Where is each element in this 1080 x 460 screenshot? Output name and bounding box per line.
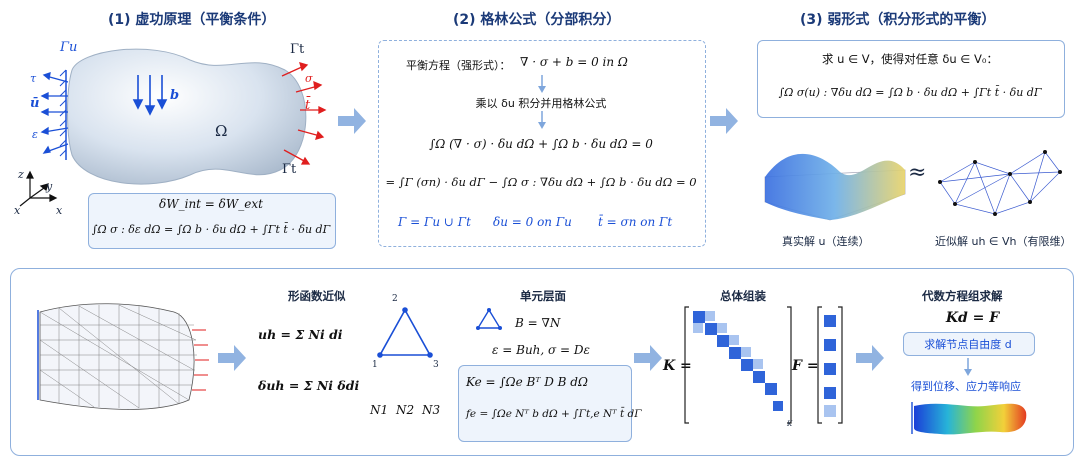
bc-gamma: Γ = Γu ∪ Γt [398, 215, 471, 229]
node3-label: 3 [433, 360, 439, 370]
virtual-work-eq1: δW_int = δW_ext [159, 197, 263, 211]
gamma-u-label: Γu [60, 40, 78, 55]
solve-step: 求解节点自由度 d [924, 338, 1012, 351]
node1-label: 1 [372, 360, 378, 370]
virtual-work-eq2: ∫Ω σ : δε dΩ = ∫Ω b · δu dΩ + ∫Γt t̄ · δ… [91, 223, 331, 236]
solve-result: 得到位移、应力等响应 [911, 380, 1021, 393]
sigma-red-label: σ [305, 72, 313, 85]
element-matrix-box [458, 365, 632, 442]
arrow-2-to-3 [710, 108, 738, 134]
n2-label: N2 [396, 403, 415, 417]
triangle-element [377, 307, 433, 358]
assembly-title: 总体组装 [720, 289, 766, 303]
shape-duh: δuh = Σ Ni δdi [258, 378, 360, 393]
deformable-body-figure [19, 48, 327, 207]
arrow-1-to-2 [338, 108, 366, 134]
weak-step-a: ∫Ω (∇ · σ) · δu dΩ + ∫Ω b · δu dΩ = 0 [429, 137, 653, 151]
shape-uh: uh = Σ Ni di [258, 327, 343, 342]
down-arrow-1 [538, 75, 546, 93]
balance-label: 平衡方程（强形式）： [406, 59, 511, 72]
n3-label: N3 [422, 403, 441, 417]
axis-x-label: x [14, 204, 21, 217]
global-stiffness-matrix [684, 306, 792, 424]
solve-down-arrow [964, 358, 972, 376]
gamma-t-top-label: Γt [290, 42, 305, 57]
ubar-label: ū [30, 96, 40, 111]
solve-eq: Kd = F [945, 310, 1000, 326]
step-label: 乘以 δu 积分并用格林公式 [475, 97, 607, 110]
element-ke: Ke = ∫Ωe Bᵀ D B dΩ [466, 375, 588, 389]
solve-title: 代数方程组求解 [922, 289, 1003, 303]
eps-label: ε [32, 128, 38, 141]
global-force-vector [817, 306, 843, 424]
true-solution-caption: 真实解 u（连续） [782, 235, 870, 248]
weak-find: 求 u ∈ V，使得对任意 δu ∈ V₀： [822, 52, 998, 66]
traction-label: t̄ [305, 98, 311, 113]
weak-eq: ∫Ω σ(u) : ∇δu dΩ = ∫Ω b · δu dΩ + ∫Γt t̄… [778, 86, 1042, 99]
approx-solution-caption: 近似解 uh ∈ Vh（有限维） [935, 235, 1072, 248]
element-title: 单元层面 [520, 289, 566, 303]
domain-label: Ω [215, 122, 228, 140]
element-fe: fe = ∫Ωe Nᵀ b dΩ + ∫Γt,e Nᵀ t̄ dΓ [466, 408, 642, 420]
node2-label: 2 [392, 294, 398, 304]
green-formula-box [378, 40, 706, 247]
bc-traction: t̄ = σn on Γt [598, 215, 673, 229]
body-shape [67, 48, 307, 185]
n1-label: N1 [370, 403, 389, 417]
element-strain: ε = Buh, σ = Dε [492, 343, 590, 357]
body-force-label: b [170, 88, 180, 103]
tau-label: τ [30, 72, 37, 85]
axis-x2-label: x [56, 204, 63, 217]
element-b: B = ∇N [515, 316, 561, 330]
arrow-mesh-to-shape [218, 345, 246, 371]
true-solution-surface [764, 153, 906, 221]
down-arrow-2 [538, 111, 546, 129]
axis-z-label: z [18, 168, 24, 181]
balance-eq: ∇ · σ + b = 0 in Ω [520, 55, 628, 69]
element-triangle-icon [476, 308, 502, 330]
gamma-t-bottom-label: Γt [282, 162, 297, 177]
virtual-work-box [88, 193, 336, 249]
approx-symbol: ≈ [908, 160, 927, 185]
bc-du: δu = 0 on Γu [493, 215, 572, 229]
solve-step-box [903, 332, 1035, 356]
arrow-assembly-to-solve [856, 345, 884, 371]
section2-title: (2) 格林公式（分部积分） [453, 12, 621, 28]
weak-step-b: = ∫Γ (σn) · δu dΓ − ∫Ω σ : ∇δu dΩ + ∫Ω b… [385, 175, 697, 189]
shape-title: 形函数近似 [288, 289, 346, 303]
section3-title: (3) 弱形式（积分形式的平衡） [800, 12, 996, 28]
arrow-element-to-assembly [634, 345, 662, 371]
section1-title: (1) 虚功原理（平衡条件） [108, 12, 276, 28]
approx-solution-mesh [938, 150, 1062, 216]
assembly-f-label: F = [792, 358, 819, 374]
axis-y-label: y [46, 180, 53, 193]
weak-form-box [757, 40, 1065, 118]
assembly-k-sub: K [787, 420, 793, 428]
fe-mesh-figure [37, 303, 209, 410]
stress-contour-figure [911, 402, 1027, 435]
